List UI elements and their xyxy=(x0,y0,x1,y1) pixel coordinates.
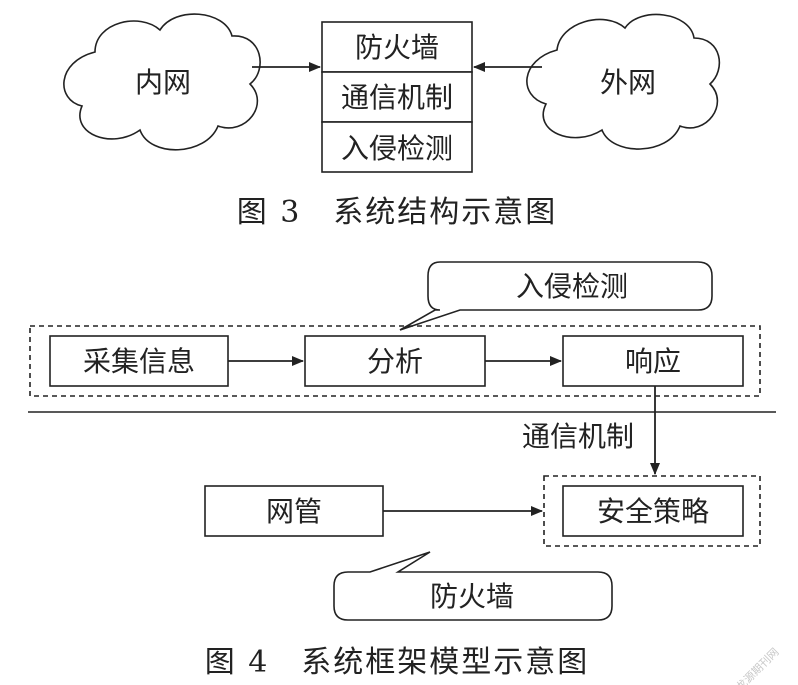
analyze-label: 分析 xyxy=(367,345,423,378)
comm-box xyxy=(321,71,473,123)
respond-box xyxy=(562,335,744,387)
comm-mechanism-label: 通信机制 xyxy=(522,420,634,453)
ids-dashed-group xyxy=(29,325,761,397)
comm-label: 通信机制 xyxy=(341,81,453,114)
netmgmt-label: 网管 xyxy=(266,495,322,528)
extranet-label: 外网 xyxy=(600,66,656,99)
netmgmt-box xyxy=(204,485,384,537)
firewall-label: 防火墙 xyxy=(355,31,439,64)
firewall-callout: 防火墙 xyxy=(333,551,613,621)
policy-box xyxy=(562,485,744,537)
firewall-box xyxy=(321,21,473,73)
ids-box xyxy=(321,121,473,173)
system-stack: 防火墙 通信机制 入侵检测 xyxy=(321,21,473,173)
ids-callout-label: 入侵检测 xyxy=(516,270,628,303)
firewall-callout-label: 防火墙 xyxy=(430,580,514,613)
intranet-label: 内网 xyxy=(135,66,191,99)
watermark: 龙源期刊网 xyxy=(733,645,782,685)
ids-label: 入侵检测 xyxy=(341,132,453,165)
figure-3-caption: 图 3 系统结构示意图 xyxy=(237,195,558,230)
policy-label: 安全策略 xyxy=(597,495,709,528)
collect-box xyxy=(49,335,229,387)
figure-4: 入侵检测 采集信息 分析 响应 通信机制 安全策略 网管 防火墙 图 4 系统框… xyxy=(28,261,776,680)
respond-label: 响应 xyxy=(625,345,681,378)
figure-4-caption: 图 4 系统框架模型示意图 xyxy=(205,645,590,680)
analyze-box xyxy=(304,335,486,387)
figure-3: 内网 外网 防火墙 通信机制 入侵检测 图 3 系统结构示意图 xyxy=(63,13,721,230)
intranet-cloud: 内网 xyxy=(63,13,261,151)
firewall-dashed-group xyxy=(543,475,761,547)
extranet-cloud: 外网 xyxy=(526,13,721,150)
collect-label: 采集信息 xyxy=(83,345,195,378)
ids-callout: 入侵检测 xyxy=(399,261,713,331)
